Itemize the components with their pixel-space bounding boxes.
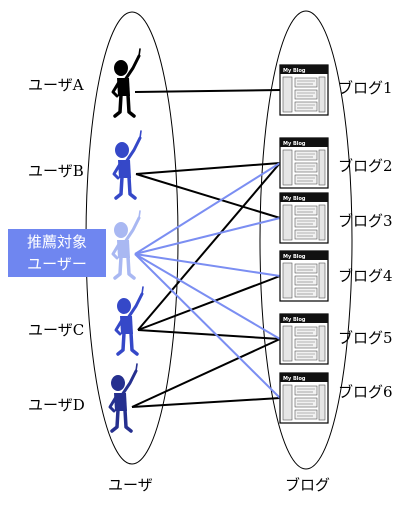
link-C-blog5 — [137, 329, 281, 340]
blog-window-4: My Blog — [279, 250, 329, 302]
blog-window-title: My Blog — [283, 317, 306, 323]
link-D-blog5 — [131, 338, 281, 408]
user-figure-r — [111, 210, 141, 280]
link-R-blog4 — [134, 253, 281, 277]
user-label-c: ユーザC — [28, 321, 85, 339]
link-C-blog2 — [137, 162, 281, 331]
user-figures — [108, 48, 144, 433]
link-C-blog4 — [137, 275, 281, 331]
user-figure-a — [111, 48, 141, 118]
user-figure-b — [112, 130, 142, 200]
user-figure-d — [108, 363, 138, 433]
link-R-blog6 — [134, 253, 281, 399]
blog-windows: My Blog My Blog My Blog My Blog My Blog My Bl… — [279, 64, 329, 424]
user-label-b: ユーザB — [28, 162, 84, 180]
blog-group-label: ブログ — [285, 476, 331, 494]
blog-window-3: My Blog — [279, 192, 329, 244]
recommended-line2: ユーザー — [27, 255, 87, 273]
recommended-line1: 推薦対象 — [26, 233, 87, 251]
user-group-label: ユーザ — [108, 476, 153, 494]
blog-group-ellipse — [259, 10, 353, 470]
blog-label-2: ブログ2 — [338, 157, 393, 175]
blog-window-6: My Blog — [279, 372, 329, 424]
link-A-blog1 — [134, 89, 281, 93]
blog-label-1: ブログ1 — [338, 79, 393, 97]
blog-label-3: ブログ3 — [338, 212, 393, 230]
recommended-user-label: 推薦対象 ユーザー — [8, 229, 106, 277]
blog-window-title: My Blog — [283, 68, 306, 74]
blog-label-5: ブログ5 — [338, 329, 393, 347]
link-D-blog6 — [131, 397, 281, 408]
blog-window-title: My Blog — [283, 196, 306, 202]
blog-window-title: My Blog — [283, 376, 306, 382]
blog-label-4: ブログ4 — [338, 267, 393, 285]
user-figure-c — [114, 286, 144, 356]
link-B-blog3 — [135, 173, 281, 219]
blog-window-title: My Blog — [283, 141, 306, 147]
blog-label-6: ブログ6 — [338, 383, 393, 401]
link-lines — [131, 89, 281, 408]
blog-window-5: My Blog — [279, 313, 329, 365]
blog-window-1: My Blog — [279, 64, 329, 116]
user-label-a: ユーザA — [28, 76, 84, 94]
link-R-blog2 — [134, 162, 281, 255]
user-label-d: ユーザD — [28, 396, 85, 414]
blog-window-title: My Blog — [283, 254, 306, 260]
link-B-blog2 — [135, 162, 281, 175]
link-R-blog5 — [134, 253, 281, 340]
blog-window-2: My Blog — [279, 137, 329, 189]
link-R-blog3 — [134, 217, 281, 255]
